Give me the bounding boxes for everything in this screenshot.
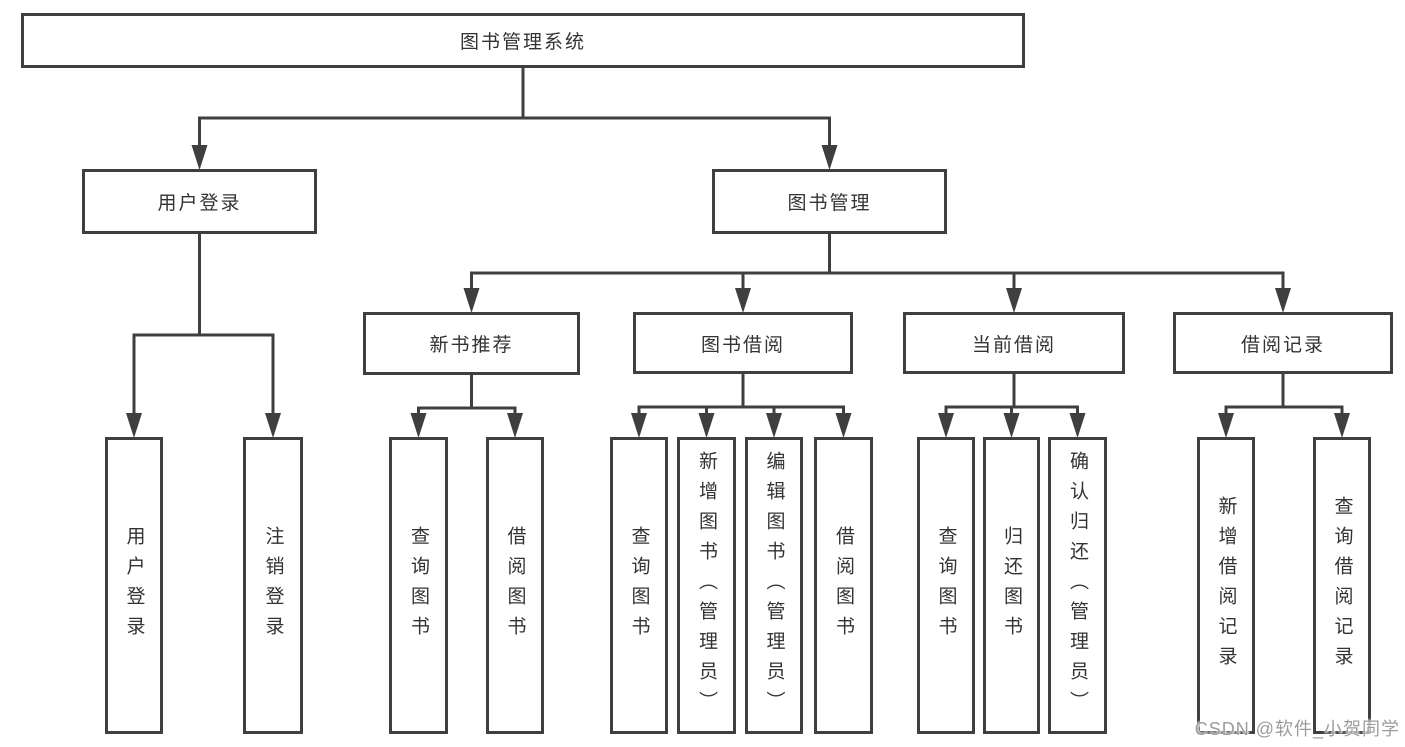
arrowhead-down-icon (821, 145, 838, 170)
leaf-confirm-return-admin: 确认归还（管理员） (1048, 437, 1107, 734)
node-label: 新书推荐 (429, 335, 514, 356)
node-label: 新增借阅记录 (1215, 495, 1237, 676)
arrowhead-down-icon (1006, 288, 1022, 313)
arrowhead-down-icon (463, 288, 480, 313)
arrowhead-down-icon (507, 413, 523, 438)
arrowhead-down-icon (265, 413, 281, 438)
leaf-return-books: 归还图书 (983, 437, 1040, 734)
node-label: 查询图书 (935, 525, 957, 646)
arrowhead-down-icon (631, 413, 647, 438)
leaf-query-borrow-record: 查询借阅记录 (1313, 437, 1371, 734)
node-label: 查询借阅记录 (1331, 495, 1353, 676)
leaf-borrow-books-recommend: 借阅图书 (486, 437, 544, 734)
arrowhead-down-icon (1275, 288, 1291, 313)
leaf-user-login: 用户登录 (105, 437, 163, 734)
leaf-query-books-borrow: 查询图书 (610, 437, 668, 734)
leaf-add-books-admin: 新增图书（管理员） (677, 437, 736, 734)
node-borrow-records: 借阅记录 (1173, 312, 1393, 374)
node-book-management: 图书管理 (712, 169, 947, 234)
node-label: 图书借阅 (700, 334, 785, 356)
node-label: 归还图书 (1001, 525, 1022, 646)
node-label: 编辑图书（管理员） (763, 450, 785, 721)
node-label: 借阅记录 (1240, 334, 1325, 356)
node-label: 查询图书 (408, 525, 429, 646)
leaf-borrow-books: 借阅图书 (814, 437, 873, 734)
arrowhead-down-icon (766, 413, 782, 438)
csdn-watermark: CSDN @软件_小贺同学 (1194, 719, 1400, 739)
node-label: 用户登录 (157, 193, 242, 214)
node-label: 借阅图书 (833, 525, 854, 646)
node-user-login: 用户登录 (82, 169, 317, 234)
node-label: 当前借阅 (971, 334, 1056, 356)
leaf-query-books-recommend: 查询图书 (389, 437, 448, 734)
leaf-query-books-current: 查询图书 (917, 437, 975, 734)
node-label: 图书管理系统 (459, 32, 586, 53)
arrowhead-down-icon (191, 145, 208, 170)
arrowhead-down-icon (1218, 413, 1234, 438)
node-label: 图书管理 (787, 193, 872, 214)
leaf-logout: 注销登录 (243, 437, 303, 734)
node-book-borrow: 图书借阅 (633, 312, 853, 374)
leaf-edit-books-admin: 编辑图书（管理员） (745, 437, 803, 734)
node-label: 借阅图书 (504, 525, 526, 646)
arrowhead-down-icon (1069, 413, 1086, 438)
node-label: 新增图书（管理员） (696, 450, 717, 721)
arrowhead-down-icon (938, 413, 954, 438)
arrowhead-down-icon (698, 413, 715, 438)
node-new-book-recommend: 新书推荐 (363, 312, 580, 375)
node-label: 确认归还（管理员） (1067, 450, 1088, 721)
arrowhead-down-icon (1003, 413, 1020, 438)
arrowhead-down-icon (735, 288, 751, 313)
node-label: 用户登录 (123, 525, 145, 646)
arrowhead-down-icon (835, 413, 852, 438)
node-label: 注销登录 (262, 525, 284, 646)
node-current-borrow: 当前借阅 (903, 312, 1125, 374)
arrowhead-down-icon (410, 413, 427, 438)
arrowhead-down-icon (1334, 413, 1350, 438)
node-root: 图书管理系统 (21, 13, 1025, 68)
node-label: 查询图书 (628, 525, 650, 646)
leaf-add-borrow-record: 新增借阅记录 (1197, 437, 1255, 734)
arrowhead-down-icon (126, 413, 142, 438)
